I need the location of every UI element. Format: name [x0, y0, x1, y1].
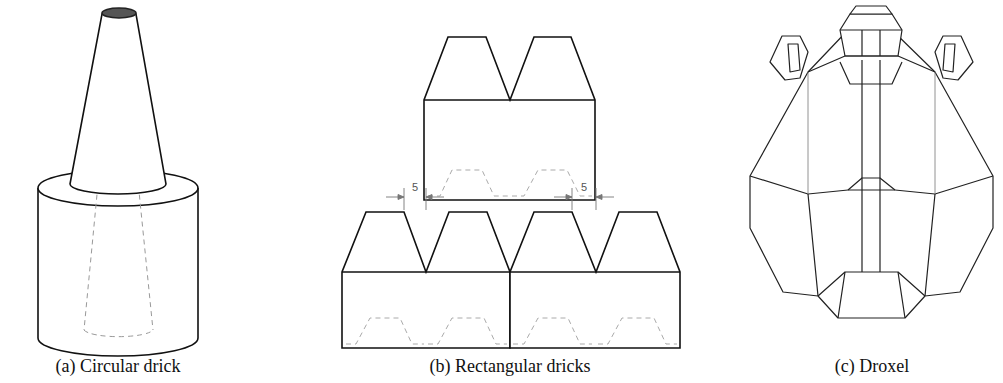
figure-caption: (b) Rectangular dricks	[430, 356, 591, 377]
circular-drick	[38, 8, 198, 356]
figure-caption: (c) Droxel	[835, 356, 909, 377]
dimension-label: 5	[580, 181, 588, 193]
rectangular-dricks	[342, 37, 680, 348]
figure-caption: (a) Circular drick	[56, 356, 181, 377]
dimension-label: 5	[411, 181, 419, 193]
droxel	[750, 6, 993, 318]
